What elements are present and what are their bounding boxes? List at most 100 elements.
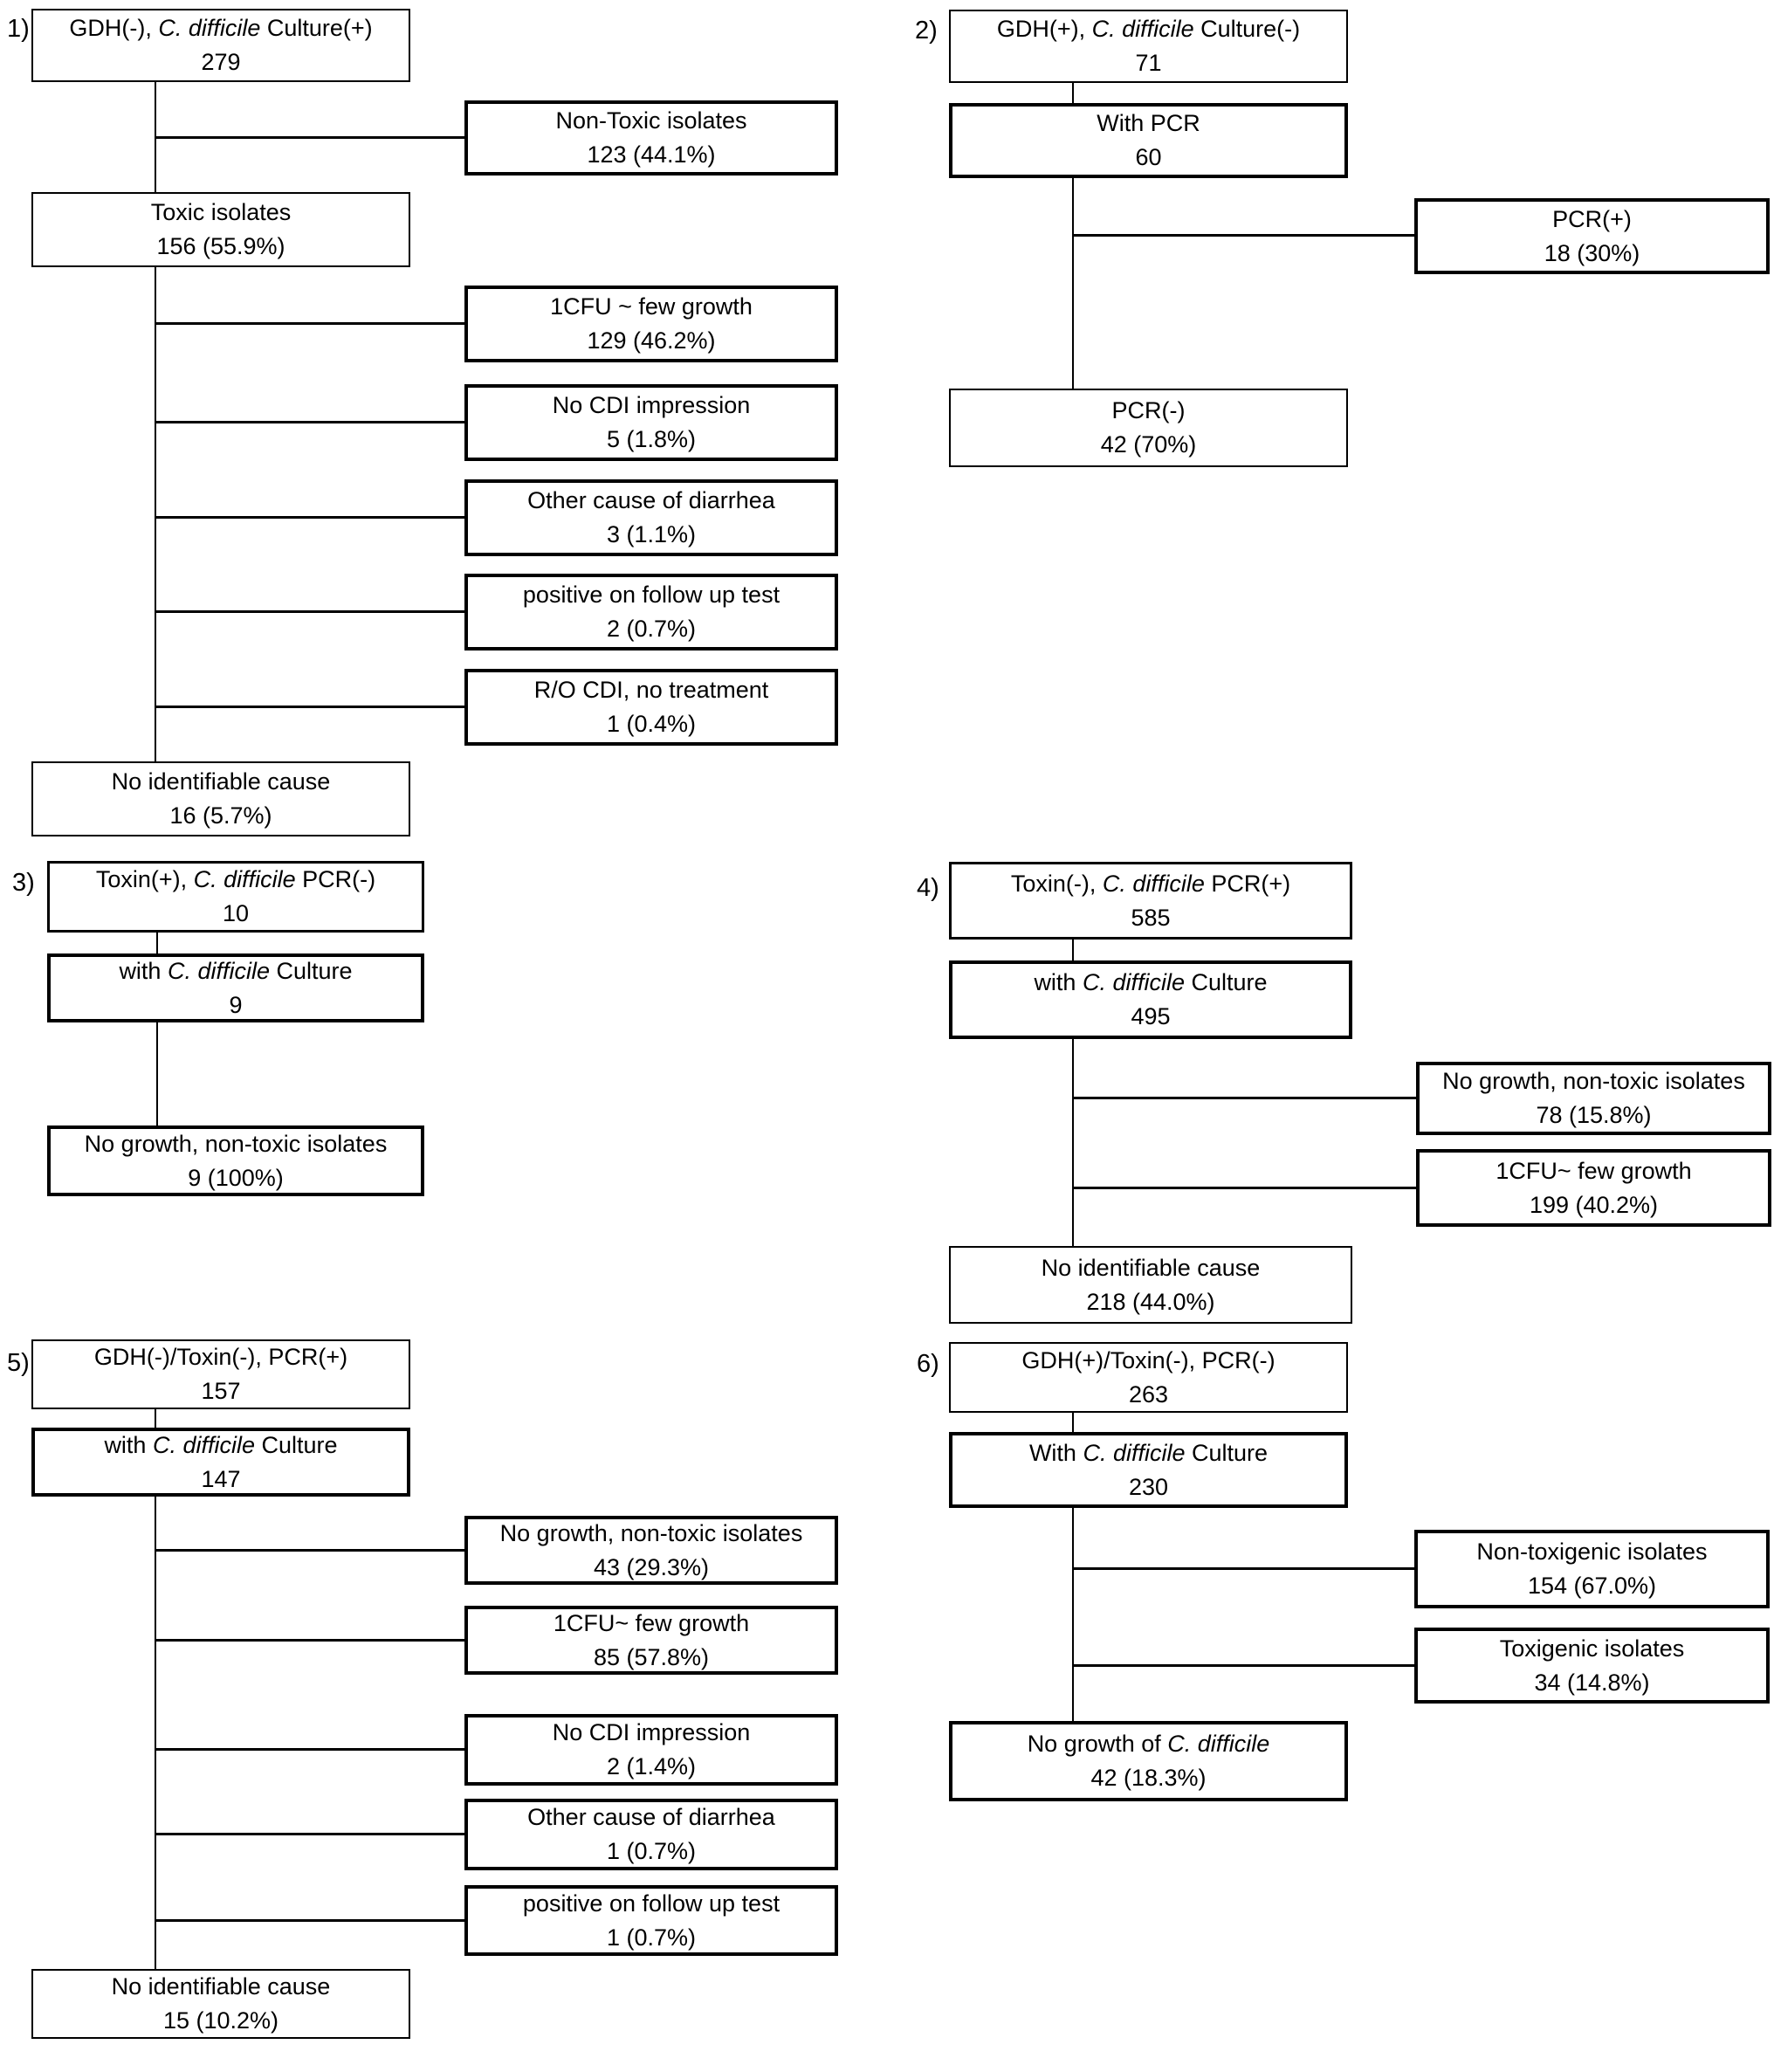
connector-line bbox=[1072, 1508, 1074, 1721]
box-count: 34 (14.8%) bbox=[1534, 1669, 1650, 1696]
connector-line bbox=[1072, 940, 1074, 960]
connector-line bbox=[1072, 1039, 1074, 1246]
box-label: Other cause of diarrhea bbox=[527, 487, 775, 513]
box-label: No growth, non-toxic isolates bbox=[1442, 1068, 1745, 1094]
box-count: 2 (0.7%) bbox=[606, 616, 697, 642]
connector-line bbox=[155, 1549, 464, 1552]
box-count: 15 (10.2%) bbox=[162, 2007, 279, 2034]
box-count: 154 (67.0%) bbox=[1527, 1573, 1657, 1599]
box-label: 1CFU~ few growth bbox=[1496, 1157, 1692, 1184]
box-label: No identifiable cause bbox=[111, 1973, 331, 2000]
box-count: 5 (1.8%) bbox=[606, 426, 697, 452]
box-label: Non-Toxic isolates bbox=[555, 107, 747, 134]
box-s1-no-identifiable-cause: No identifiable cause 16 (5.7%) bbox=[31, 761, 410, 836]
box-s5-1cfu-few-growth: 1CFU~ few growth 85 (57.8%) bbox=[464, 1606, 838, 1675]
box-count: 218 (44.0%) bbox=[1086, 1288, 1215, 1315]
box-count: 1 (0.7%) bbox=[606, 1838, 697, 1864]
box-label: No CDI impression bbox=[552, 1719, 751, 1745]
connector-line bbox=[155, 1639, 464, 1642]
box-count: 3 (1.1%) bbox=[606, 521, 697, 547]
box-count: 10 bbox=[222, 900, 250, 926]
box-s2-pcr-negative: PCR(-) 42 (70%) bbox=[949, 389, 1348, 467]
box-s1-toxic-isolates: Toxic isolates 156 (55.9%) bbox=[31, 192, 410, 267]
connector-line bbox=[156, 1022, 158, 1125]
box-label: Toxigenic isolates bbox=[1499, 1635, 1685, 1662]
box-count: 230 bbox=[1128, 1473, 1169, 1500]
box-s2-pcr-positive: PCR(+) 18 (30%) bbox=[1414, 198, 1770, 274]
box-s1-nontoxic-isolates: Non-Toxic isolates 123 (44.1%) bbox=[464, 100, 838, 176]
box-label: Toxin(+), C. difficile PCR(-) bbox=[95, 866, 376, 892]
box-count: 263 bbox=[1128, 1380, 1169, 1408]
box-count: 43 (29.3%) bbox=[593, 1553, 710, 1580]
section-2-label: 2) bbox=[915, 17, 938, 45]
box-count: 1 (0.4%) bbox=[606, 711, 697, 737]
box-s1-positive-follow-up: positive on follow up test 2 (0.7%) bbox=[464, 574, 838, 651]
box-label: positive on follow up test bbox=[522, 582, 780, 608]
box-s5-no-identifiable-cause: No identifiable cause 15 (10.2%) bbox=[31, 1969, 410, 2039]
box-label: 1CFU ~ few growth bbox=[550, 293, 753, 320]
box-s1-ro-cdi-no-treatment: R/O CDI, no treatment 1 (0.4%) bbox=[464, 669, 838, 746]
box-label: With PCR bbox=[1097, 110, 1200, 136]
box-s5-positive-follow-up: positive on follow up test 1 (0.7%) bbox=[464, 1885, 838, 1956]
box-count: 129 (46.2%) bbox=[587, 327, 716, 354]
box-s1-no-cdi-impression: No CDI impression 5 (1.8%) bbox=[464, 384, 838, 461]
box-count: 585 bbox=[1131, 904, 1171, 931]
box-label: No growth of C. difficile bbox=[1027, 1731, 1270, 1757]
box-count: 279 bbox=[201, 49, 241, 75]
box-label: with C. difficile Culture bbox=[119, 957, 353, 984]
box-count: 1 (0.7%) bbox=[606, 1924, 697, 1951]
box-label: with C. difficile Culture bbox=[104, 1431, 338, 1458]
box-count: 42 (18.3%) bbox=[1090, 1765, 1207, 1791]
box-label: with C. difficile Culture bbox=[1034, 969, 1268, 995]
box-count: 42 (70%) bbox=[1100, 431, 1197, 458]
box-count: 2 (1.4%) bbox=[606, 1753, 697, 1779]
box-label: Toxin(-), C. difficile PCR(+) bbox=[1010, 870, 1291, 897]
section-3-label: 3) bbox=[12, 869, 35, 897]
connector-line bbox=[155, 1919, 464, 1922]
connector-line bbox=[156, 933, 158, 953]
box-count: 147 bbox=[201, 1465, 241, 1492]
connector-line bbox=[1072, 1187, 1416, 1189]
connector-line bbox=[155, 1497, 156, 1969]
box-s1-1cfu-few-growth: 1CFU ~ few growth 129 (46.2%) bbox=[464, 286, 838, 362]
box-label: No growth, non-toxic isolates bbox=[499, 1519, 803, 1546]
box-label: No identifiable cause bbox=[1041, 1254, 1261, 1281]
box-count: 71 bbox=[1135, 50, 1162, 76]
connector-line bbox=[1072, 234, 1414, 237]
box-s4-with-culture: with C. difficile Culture 495 bbox=[949, 960, 1352, 1039]
box-label: Non-toxigenic isolates bbox=[1476, 1539, 1708, 1565]
box-label: No CDI impression bbox=[552, 392, 751, 418]
section-6-label: 6) bbox=[917, 1350, 939, 1378]
box-s6-toxigenic-isolates: Toxigenic isolates 34 (14.8%) bbox=[1414, 1628, 1770, 1704]
connector-line bbox=[155, 421, 464, 423]
box-count: 156 (55.9%) bbox=[156, 233, 285, 259]
connector-line bbox=[155, 610, 464, 613]
box-s3-root: Toxin(+), C. difficile PCR(-) 10 bbox=[47, 861, 424, 933]
box-s2-with-pcr: With PCR 60 bbox=[949, 103, 1348, 178]
box-s4-no-identifiable-cause: No identifiable cause 218 (44.0%) bbox=[949, 1246, 1352, 1324]
box-label: 1CFU~ few growth bbox=[553, 1609, 750, 1636]
section-5-label: 5) bbox=[7, 1349, 30, 1377]
box-label: GDH(-)/Toxin(-), PCR(+) bbox=[93, 1344, 348, 1370]
box-s5-root: GDH(-)/Toxin(-), PCR(+) 157 bbox=[31, 1339, 410, 1409]
box-s6-root: GDH(+)/Toxin(-), PCR(-) 263 bbox=[949, 1342, 1348, 1413]
box-s5-with-culture: with C. difficile Culture 147 bbox=[31, 1428, 410, 1497]
connector-line bbox=[1072, 1567, 1414, 1570]
box-count: 9 (100%) bbox=[188, 1164, 284, 1191]
box-s6-nontoxigenic-isolates: Non-toxigenic isolates 154 (67.0%) bbox=[1414, 1530, 1770, 1608]
connector-line bbox=[155, 516, 464, 519]
box-label: GDH(-), C. difficile Culture(+) bbox=[69, 15, 373, 41]
box-label: No identifiable cause bbox=[111, 768, 331, 795]
box-s4-root: Toxin(-), C. difficile PCR(+) 585 bbox=[949, 862, 1352, 940]
box-count: 123 (44.1%) bbox=[587, 141, 716, 168]
box-count: 9 bbox=[229, 991, 243, 1018]
box-count: 78 (15.8%) bbox=[1536, 1102, 1652, 1128]
box-count: 199 (40.2%) bbox=[1529, 1191, 1659, 1218]
box-label: GDH(+), C. difficile Culture(-) bbox=[996, 16, 1301, 42]
connector-line bbox=[1072, 1097, 1416, 1099]
box-s2-root: GDH(+), C. difficile Culture(-) 71 bbox=[949, 10, 1348, 83]
box-s6-no-growth: No growth of C. difficile 42 (18.3%) bbox=[949, 1721, 1348, 1801]
section-4-label: 4) bbox=[917, 874, 939, 902]
connector-line bbox=[1072, 83, 1074, 103]
